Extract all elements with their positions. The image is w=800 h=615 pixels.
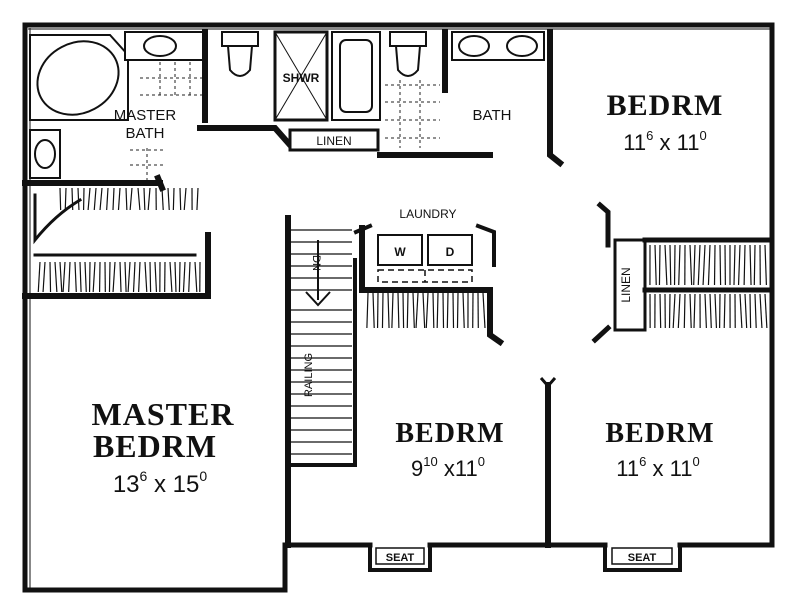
bedroom-ne: BEDRM 116 x 110 — [607, 89, 724, 155]
master-bath: MASTER BATH — [24, 27, 290, 188]
master-bath-label-1: MASTER — [114, 107, 177, 124]
laundry-label: LAUNDRY — [399, 207, 456, 221]
master-bath-label-2: BATH — [126, 125, 165, 142]
hall-bath-label: BATH — [473, 107, 512, 124]
seat-right-label: SEAT — [628, 552, 657, 564]
bedroom-ne-dims: 116 x 110 — [623, 128, 706, 155]
stair-dn-label: DN — [310, 255, 322, 271]
stair: DN RAILING — [288, 218, 355, 545]
master-bedroom-name-2: BEDRM — [93, 428, 217, 464]
bedroom-mid-name: BEDRM — [395, 418, 504, 449]
dryer-label: D — [446, 245, 455, 259]
linen-side: LINEN — [595, 205, 772, 340]
master-bedroom-dims: 136 x 150 — [113, 468, 208, 498]
laundry: LAUNDRY W D — [356, 207, 500, 342]
seat-right: SEAT — [605, 545, 680, 570]
master-closet — [25, 188, 208, 296]
linen-side-label: LINEN — [619, 267, 633, 302]
washer-label: W — [394, 245, 406, 259]
bedroom-se-dims: 116 x 110 — [616, 454, 699, 481]
bedroom-mid-dims: 910 x110 — [411, 454, 485, 481]
seat-left: SEAT — [370, 545, 430, 570]
bedroom-mid: BEDRM 910 x110 — [395, 418, 504, 481]
interior-walls — [541, 378, 555, 545]
master-bedroom-name-1: MASTER — [92, 396, 235, 432]
master-bedroom: MASTER BEDRM 136 x 150 — [92, 396, 235, 498]
bedroom-ne-name: BEDRM — [607, 89, 724, 122]
seat-left-label: SEAT — [386, 552, 415, 564]
linen-upper-label: LINEN — [316, 134, 351, 148]
linen-upper: LINEN — [290, 130, 378, 150]
bedroom-se-name: BEDRM — [605, 418, 714, 449]
shower: SHWR — [275, 32, 327, 120]
bedroom-se: BEDRM 116 x 110 — [605, 418, 714, 481]
railing-label: RAILING — [303, 353, 315, 397]
shower-label: SHWR — [283, 71, 320, 85]
